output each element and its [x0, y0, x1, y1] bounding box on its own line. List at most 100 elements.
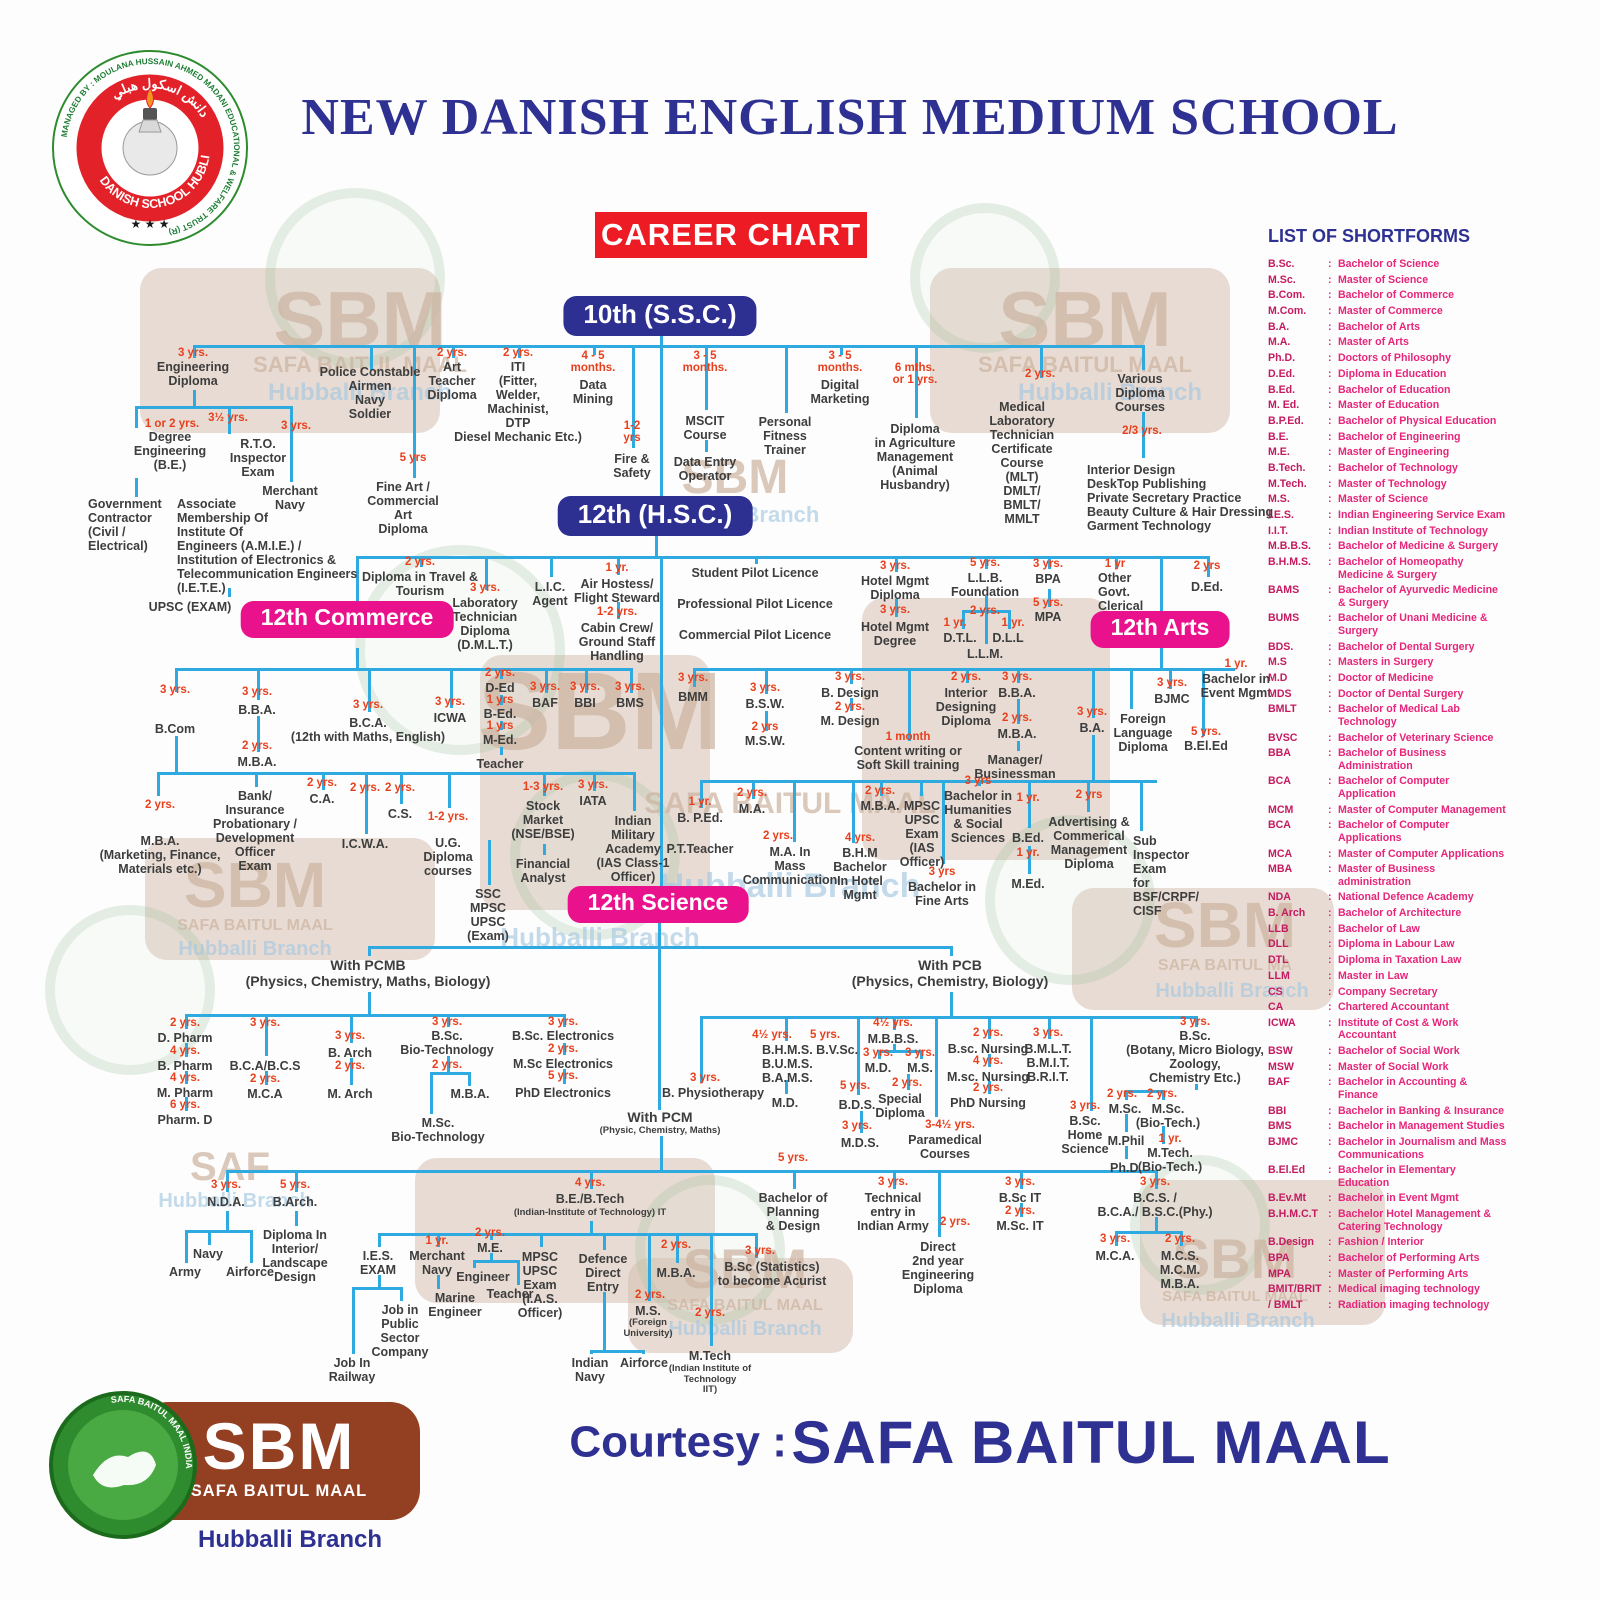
chart-node: Commercial Pilot Licence: [678, 628, 832, 642]
connector-line: [185, 1014, 563, 1017]
shortform-abbr: MCM: [1268, 803, 1294, 816]
shortform-colon: :: [1328, 493, 1332, 506]
shortform-row: BMIT/BRIT:Medical imaging technology: [1268, 1283, 1508, 1296]
chart-node: Fine Art / Commercial Art Diploma: [367, 480, 439, 536]
duration-label: 3 yrs.: [577, 779, 609, 791]
connector-line: [135, 406, 138, 428]
chart-node: Merchant Navy: [409, 1249, 465, 1277]
connector-line: [752, 780, 755, 799]
connector-line: [175, 668, 178, 692]
duration-label: 4½ yrs.: [873, 1017, 913, 1029]
duration-label: 1-2 yrs.: [427, 811, 469, 823]
chart-node: B.Sc. (Botany, Micro Biology, Zoology, C…: [1126, 1029, 1264, 1085]
shortform-colon: :: [1328, 289, 1332, 302]
duration-label: 2 yrs.: [972, 1082, 1004, 1094]
duration-label: 3 - 5 months.: [682, 350, 728, 375]
shortform-abbr: B.H.M.S.: [1268, 556, 1311, 569]
shortform-row: BJMC:Bachelor in Journalism and Mass Com…: [1268, 1136, 1508, 1161]
shortform-abbr: / BMLT: [1268, 1299, 1303, 1311]
shortform-abbr: DLL: [1268, 938, 1289, 951]
shortform-row: B.Design:Fashion / Interior: [1268, 1236, 1508, 1249]
shortform-colon: :: [1328, 1283, 1332, 1296]
chart-node: I.E.S. EXAM: [359, 1249, 397, 1277]
connector-line: [585, 668, 588, 693]
shortform-colon: :: [1328, 1299, 1332, 1311]
connector-line: [447, 1014, 450, 1027]
shortform-row: M.B.B.S.:Bachelor of Medicine & Surgery: [1268, 540, 1508, 553]
connector-line: [468, 1072, 471, 1086]
shortform-abbr: B.Ed.: [1268, 383, 1296, 396]
chart-node: C.A.: [309, 792, 335, 806]
chart-node: Interior Design DeskTop Publishing Priva…: [1087, 463, 1274, 533]
connector-line: [705, 345, 708, 410]
watermark-text: Hubballi Branch: [158, 1190, 312, 1212]
shortform-abbr: LLB: [1268, 922, 1289, 935]
connector-line: [660, 345, 663, 498]
connector-line: [1092, 668, 1095, 718]
chart-node: Cabin Crew/ Ground Staff Handling: [578, 621, 656, 663]
shortform-colon: :: [1328, 1016, 1332, 1029]
connector-line: [1140, 780, 1143, 831]
chart-node: B. P.Ed.: [677, 811, 723, 825]
node-12th-commerce: 12th Commerce: [240, 601, 454, 638]
shortform-abbr: M. Ed.: [1268, 399, 1300, 412]
shortform-row: BUMS:Bachelor of Unani Medicine & Surger…: [1268, 612, 1508, 637]
shortform-description: Bachelor of Education: [1338, 383, 1451, 396]
connector-line: [1195, 1084, 1198, 1090]
chart-node: Teacher: [486, 1287, 534, 1301]
chart-node: D.L.L: [992, 631, 1024, 645]
watermark-text: SAF: [190, 1145, 270, 1189]
connector-line: [915, 345, 918, 418]
chart-node: B. Design: [821, 686, 879, 700]
duration-label: 4 yrs.: [169, 1045, 201, 1057]
shortform-description: Master of Social Work: [1338, 1060, 1449, 1073]
connector-line: [1180, 1231, 1183, 1246]
chart-node: M. Arch: [327, 1087, 373, 1101]
chart-node: Job in Public Sector Company: [371, 1303, 429, 1359]
duration-label: 1-2 yrs: [623, 420, 641, 445]
shortform-row: D.Ed.:Diploma in Education: [1268, 368, 1508, 381]
node-with-pcm: With PCM: [627, 1109, 693, 1125]
shortform-description: Bachelor of Homeopathy Medicine & Surger…: [1338, 556, 1464, 581]
branch-label: Hubballi Branch: [197, 1526, 383, 1553]
duration-label: 3½ yrs.: [208, 412, 248, 424]
shortform-row: BCA:Bachelor of Computer Application: [1268, 775, 1508, 800]
connector-line: [378, 1233, 381, 1247]
connector-line: [265, 1071, 268, 1085]
connector-line: [655, 532, 658, 556]
shortform-colon: :: [1328, 1060, 1332, 1073]
shortform-row: CS:Company Secretary: [1268, 986, 1508, 999]
chart-node: ITI (Fitter, Welder, Machinist, DTP Dies…: [454, 360, 582, 444]
shortform-description: Company Secretary: [1338, 985, 1438, 998]
connector-line: [157, 772, 633, 775]
duration-label: 2 yrs.: [431, 1059, 463, 1071]
duration-label: 1 or 2 yrs.: [144, 418, 200, 430]
duration-label: 3 yrs.: [1179, 1016, 1211, 1028]
connector-line: [1028, 780, 1031, 828]
chart-node: M.B.A.: [860, 799, 900, 813]
shortform-row: B.P.Ed.:Bachelor of Physical Education: [1268, 415, 1508, 428]
node-with-pcmb: With PCMB (Physics, Chemistry, Maths, Bi…: [245, 957, 491, 989]
shortform-row: MDS:Doctor of Dental Surgery: [1268, 688, 1508, 701]
chart-node: M.Sc Electronics: [512, 1057, 614, 1071]
duration-label: 3 yrs.: [879, 604, 911, 616]
shortform-description: Indian Institute of Technology: [1338, 524, 1488, 537]
shortform-description: Master of Education: [1338, 399, 1440, 412]
shortform-abbr: B.E.: [1268, 430, 1289, 443]
chart-node: Marine Engineer: [428, 1291, 482, 1319]
shortform-description: Diploma in Labour Law: [1338, 938, 1455, 951]
connector-line: [1125, 1090, 1162, 1093]
duration-label: 1 yr.: [943, 617, 967, 629]
connector-line: [290, 406, 293, 482]
duration-label: 2 yrs.: [864, 785, 896, 797]
shortform-colon: :: [1328, 907, 1332, 920]
chart-node: M.Sc.: [1108, 1102, 1142, 1116]
shortform-description: Bachelor of Veterinary Science: [1338, 731, 1494, 744]
shortform-abbr: M.S: [1268, 656, 1287, 669]
shortform-abbr: M.E.: [1268, 446, 1290, 459]
chart-node: M. Pharm: [156, 1086, 214, 1100]
duration-label: 3 yrs.: [241, 686, 273, 698]
connector-line: [543, 844, 546, 855]
watermark-circle: [355, 545, 565, 755]
chart-node: Student Pilot Licence: [691, 566, 819, 580]
